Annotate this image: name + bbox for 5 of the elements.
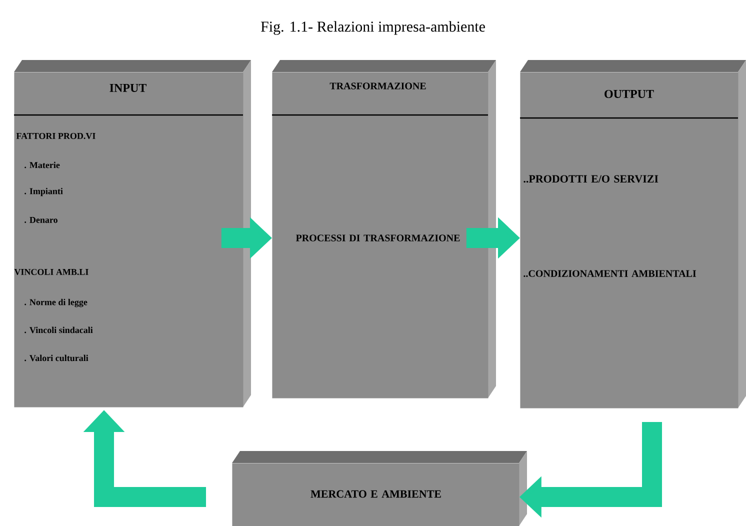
process-box: TRASFORMAZIONE PROCESSI DI TRASFORMAZIONE — [272, 60, 496, 398]
environment-box: MERCATO E AMBIENTE — [232, 451, 527, 526]
input-box: INPUT FATTORI PROD.VI . Materie . Impianti . Denaro VINCOLI AMB.LI . Norme di legge . Vincoli sindacali . Valori culturali — [14, 60, 251, 408]
output-box: OUTPUT ..PRODOTTI E/O SERVIZI ..CONDIZIONAMENTI AMBIENTALI — [520, 60, 746, 408]
figure-title: Fig. 1.1- Relazioni impresa-ambiente — [260, 21, 485, 35]
